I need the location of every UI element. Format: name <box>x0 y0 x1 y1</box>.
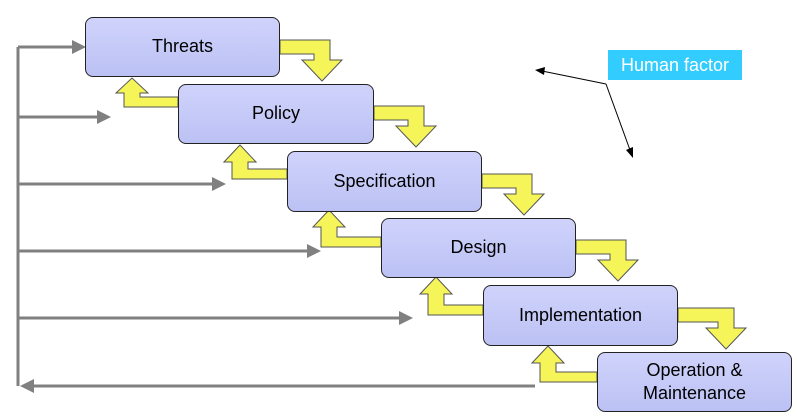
stage-design-label: Design <box>450 237 507 258</box>
stage-operation-label: Operation & Maintenance <box>642 359 747 403</box>
stage-threats-label: Threats <box>151 36 214 57</box>
yellow-back-arrows <box>114 77 598 383</box>
stage-operation-maintenance: Operation & Maintenance <box>597 352 792 412</box>
stage-specification-label: Specification <box>333 170 436 191</box>
human-factor-pointers <box>535 67 633 158</box>
stage-implementation-label: Implementation <box>518 304 643 325</box>
stage-specification: Specification <box>287 151 482 212</box>
stage-policy: Policy <box>178 84 374 144</box>
stage-threats: Threats <box>85 17 280 77</box>
human-factor-label: Human factor <box>608 50 742 80</box>
stage-implementation: Implementation <box>483 285 678 346</box>
human-factor-text: Human factor <box>620 54 730 75</box>
stage-design: Design <box>381 218 576 278</box>
gray-feedback-arrows <box>16 40 535 393</box>
stage-policy-label: Policy <box>251 103 300 124</box>
yellow-forward-arrows <box>279 39 748 350</box>
